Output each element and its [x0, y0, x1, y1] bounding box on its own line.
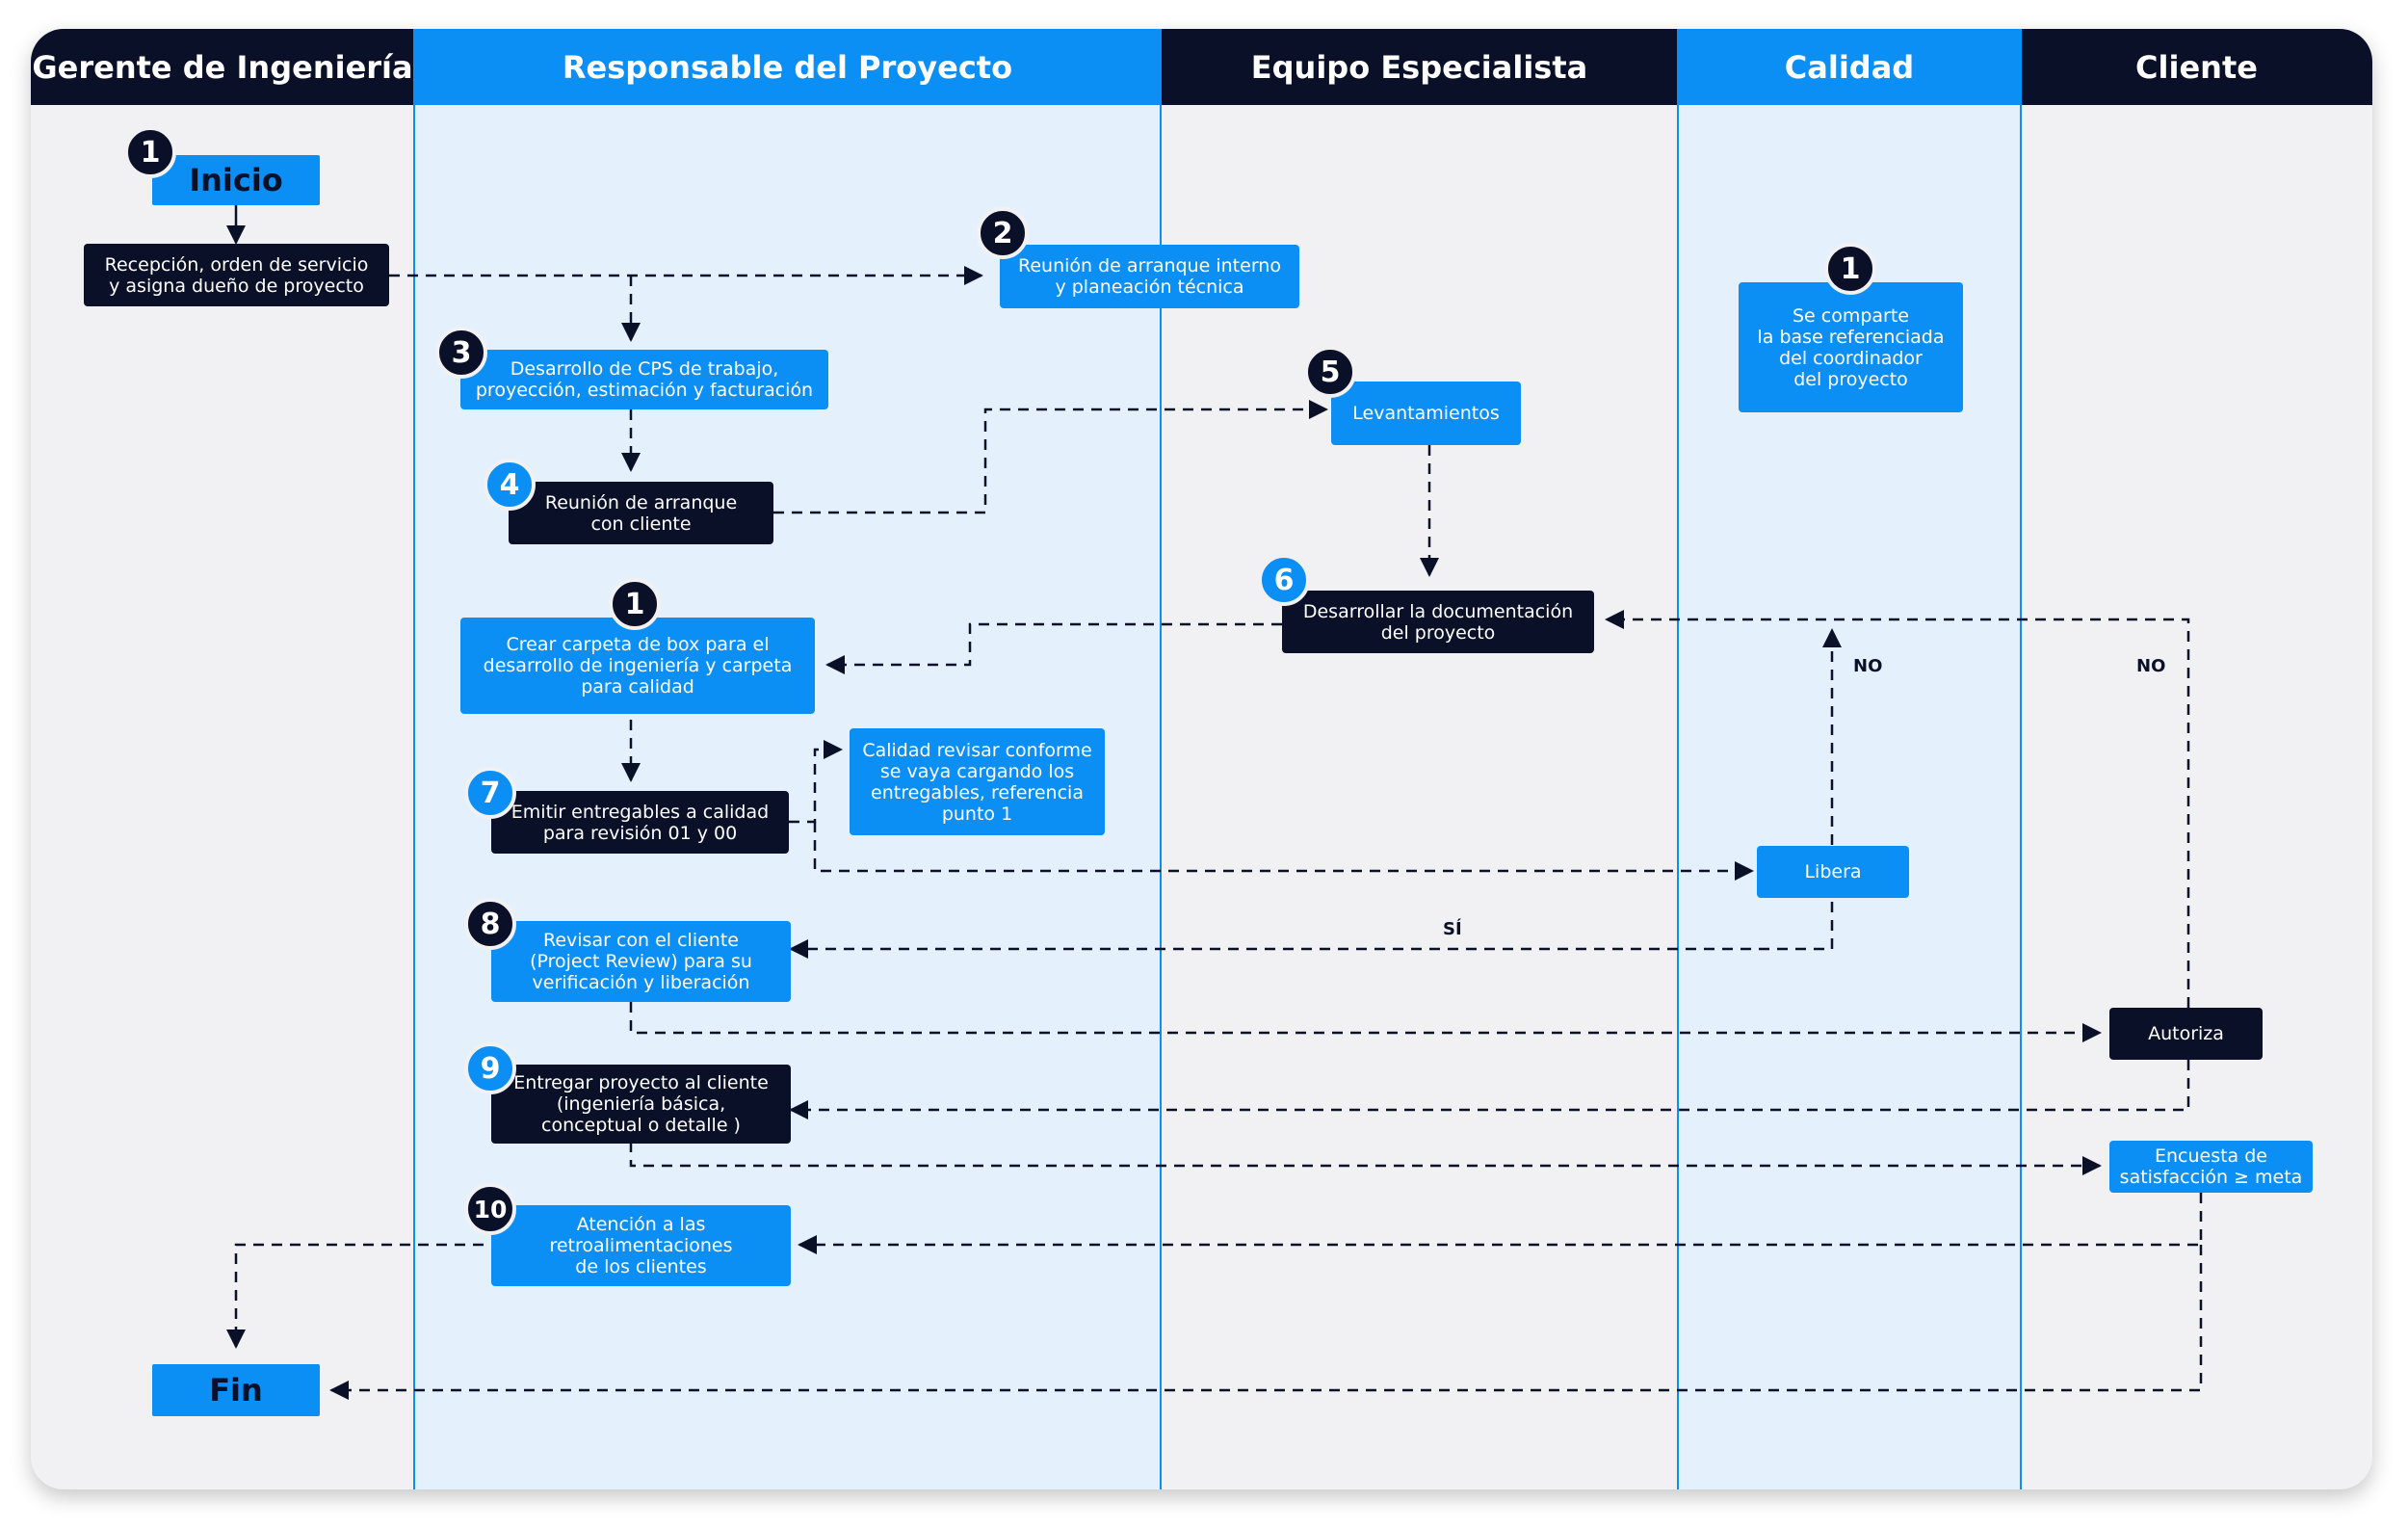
arrow-revisar-autoriza — [629, 1002, 2102, 1042]
arrow-entregables-calidad-revisar — [789, 740, 843, 824]
step-badge-crear-carpeta: 1 — [609, 578, 661, 630]
node-base-referenciada: Se comparte la base referenciada del coo… — [1739, 282, 1963, 412]
node-libera: Libera — [1757, 846, 1909, 898]
lane-calidad: Calidad — [1678, 29, 2021, 1489]
node-levantamientos: Levantamientos — [1331, 382, 1521, 445]
swimlane-diagram: Gerente de Ingeniería Responsable del Pr… — [31, 29, 2372, 1489]
step-badge-reunion-cliente: 4 — [484, 459, 536, 511]
lane-header-responsable: Responsable del Proyecto — [414, 29, 1161, 105]
node-calidad-revisar: Calidad revisar conforme se vaya cargand… — [850, 728, 1105, 835]
edge-label-no-calidad: NO — [1853, 656, 1883, 676]
lane-header-equipo: Equipo Especialista — [1161, 29, 1678, 105]
arrow-encuesta-atencion — [798, 1193, 2203, 1254]
node-encuesta: Encuesta de satisfacción ≥ meta — [2109, 1141, 2313, 1193]
step-badge-emitir-entregables: 7 — [464, 767, 516, 819]
lane-header-gerente: Gerente de Ingeniería — [31, 29, 414, 105]
node-fin: Fin — [152, 1364, 320, 1416]
node-reunion-cliente: Reunión de arranque con cliente — [509, 482, 773, 544]
edge-label-si: SÍ — [1443, 919, 1462, 939]
step-badge-entregar-proyecto: 9 — [464, 1042, 516, 1094]
arrow-documentacion-carpeta — [825, 622, 1282, 674]
node-crear-carpeta: Crear carpeta de box para el desarrollo … — [460, 618, 815, 714]
node-reunion-interno: Reunión de arranque interno y planeación… — [1000, 245, 1299, 308]
node-recepcion: Recepción, orden de servicio y asigna du… — [84, 244, 389, 306]
lane-divider — [413, 29, 415, 1489]
lane-divider — [2020, 29, 2022, 1489]
step-badge-revisar-cliente: 8 — [464, 898, 516, 950]
lane-gerente: Gerente de Ingeniería — [31, 29, 414, 1489]
node-autoriza: Autoriza — [2109, 1008, 2263, 1060]
arrow-libera-si-revisar — [789, 902, 1834, 959]
arrow-autoriza-entregar — [789, 1060, 2190, 1119]
node-emitir-entregables: Emitir entregables a calidad para revisi… — [491, 791, 789, 854]
arrow-atencion-fin — [226, 1243, 484, 1349]
arrow-entregar-encuesta — [629, 1142, 2102, 1175]
node-inicio: Inicio — [152, 155, 320, 205]
node-entregar-proyecto: Entregar proyecto al cliente (ingeniería… — [491, 1065, 791, 1144]
node-atencion: Atención a las retroalimentaciones de lo… — [491, 1205, 791, 1286]
edge-label-no-cliente: NO — [2136, 656, 2166, 676]
lane-cliente: Cliente — [2021, 29, 2372, 1489]
arrow-autoriza-no-documentacion — [1605, 610, 2190, 1008]
step-badge-desarrollo-cps: 3 — [435, 327, 487, 379]
lane-equipo: Equipo Especialista — [1161, 29, 1678, 1489]
node-revisar-cliente: Revisar con el cliente (Project Review) … — [491, 921, 791, 1002]
lane-header-cliente: Cliente — [2021, 29, 2372, 105]
connector-layer — [226, 205, 2203, 1400]
step-badge-desarrollar-documentacion: 6 — [1258, 554, 1310, 606]
step-badge-base-referenciada: 1 — [1824, 243, 1876, 295]
step-badge-atencion: 10 — [464, 1183, 516, 1235]
step-badge-levantamientos: 5 — [1304, 346, 1356, 398]
arrow-encuesta-fin — [329, 1245, 2203, 1400]
step-badge-reunion-interno: 2 — [977, 207, 1029, 259]
lane-divider — [1677, 29, 1679, 1489]
arrow-reunion-cliente-levantamientos — [773, 400, 1328, 514]
node-desarrollar-documentacion: Desarrollar la documentación del proyect… — [1282, 591, 1594, 653]
lane-header-calidad: Calidad — [1678, 29, 2021, 105]
lane-divider — [1160, 29, 1162, 1489]
node-desarrollo-cps: Desarrollo de CPS de trabajo, proyección… — [460, 350, 828, 409]
step-badge-inicio: 1 — [124, 126, 176, 178]
